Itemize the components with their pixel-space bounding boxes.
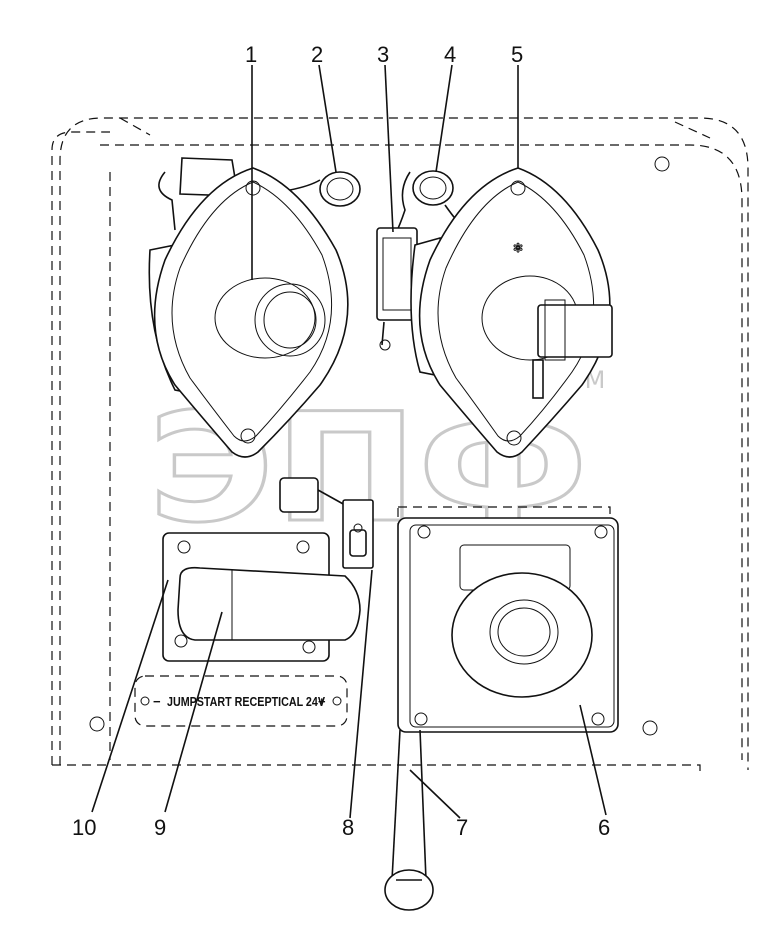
label-plus: + [318, 694, 326, 709]
label-minus: − [153, 694, 161, 709]
callout-4: 4 [444, 42, 456, 67]
callout-10: 10 [72, 815, 96, 840]
callouts: 1 2 3 4 5 6 7 8 9 10 [72, 42, 610, 840]
svg-text:✻: ✻ [513, 241, 523, 255]
toggle-switch-8 [279, 477, 374, 569]
callout-6: 6 [598, 815, 610, 840]
leader-lines [91, 64, 607, 819]
callout-8: 8 [342, 815, 354, 840]
cap-4 [412, 170, 459, 223]
label-text: JUMPSTART RECEPTICAL 24V [167, 694, 325, 709]
socket-box-6 [397, 506, 619, 733]
jumpstart-label-plate: − JUMPSTART RECEPTICAL 24V + [134, 675, 348, 727]
receptacle-left [148, 157, 349, 458]
callout-2: 2 [311, 42, 323, 67]
jumpstart-cover-9 [177, 566, 361, 641]
cap-2 [319, 171, 361, 207]
callout-3: 3 [377, 42, 389, 67]
callout-7: 7 [456, 815, 468, 840]
callout-9: 9 [154, 815, 166, 840]
receptacle-right: ✻ [410, 167, 613, 458]
mounting-panel-outline [51, 117, 749, 775]
cable-7 [384, 729, 434, 911]
fuse-holder-3 [376, 171, 418, 351]
callout-5: 5 [511, 42, 523, 67]
callout-1: 1 [245, 42, 257, 67]
